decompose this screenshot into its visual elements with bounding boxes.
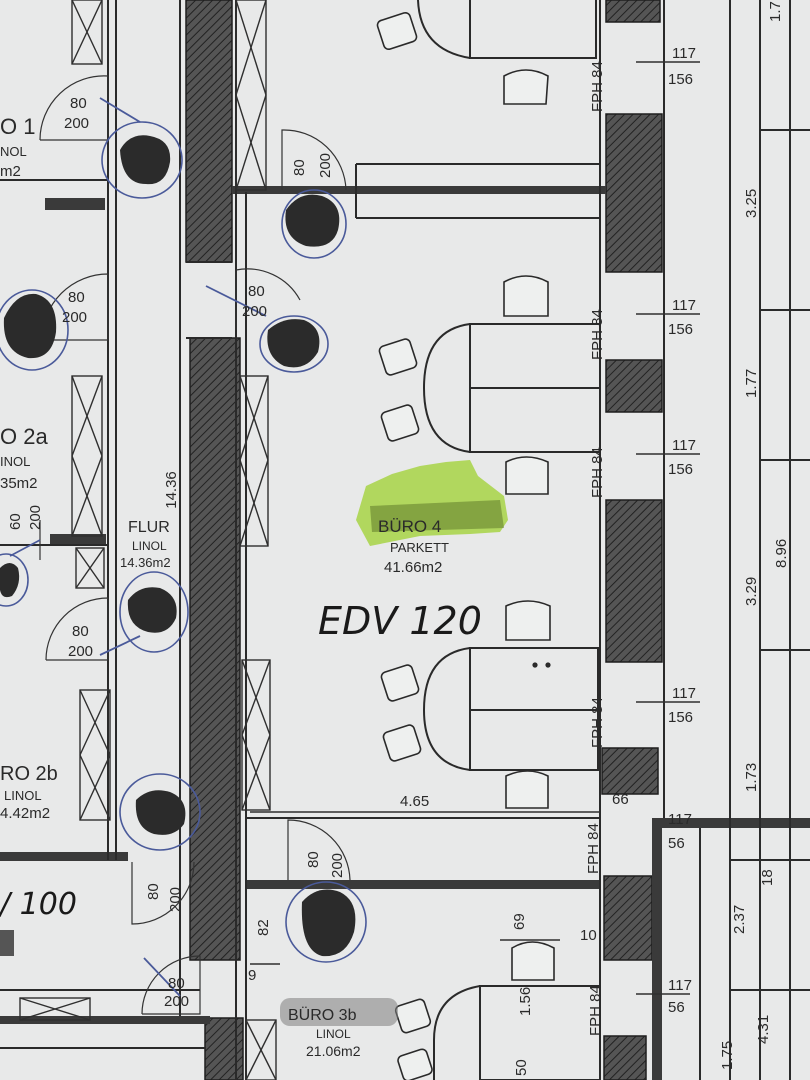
- svg-text:FPH 84: FPH 84: [587, 985, 604, 1036]
- door-label-w: 80: [68, 289, 85, 306]
- chairs: [376, 11, 555, 1080]
- dim-main-width: 4.65: [400, 793, 429, 810]
- room-4-floor: PARKETT: [390, 540, 449, 555]
- door-label-h: 200: [68, 643, 93, 660]
- door-label-w: 80: [72, 623, 89, 640]
- window-4: 117 156 FPH 84: [589, 685, 700, 748]
- room-3b-name: BÜRO 3b: [288, 1006, 357, 1024]
- svg-text:50: 50: [513, 1059, 530, 1076]
- door-label-w: 80: [291, 159, 308, 176]
- svg-text:1.73: 1.73: [743, 763, 760, 792]
- svg-text:66: 66: [612, 791, 629, 808]
- svg-text:117: 117: [672, 297, 696, 314]
- room-2b-area: 4.42m2: [0, 805, 50, 822]
- flur-floor: LINOL: [132, 539, 167, 553]
- door-label-h: 200: [62, 309, 87, 326]
- svg-text:FPH 84: FPH 84: [589, 697, 606, 748]
- room-2a-name: O 2a: [0, 424, 48, 449]
- flur-area: 14.36m2: [120, 555, 171, 570]
- svg-text:117: 117: [672, 437, 696, 454]
- svg-text:3.29: 3.29: [743, 577, 760, 606]
- door-label-w: 80: [168, 975, 185, 992]
- window-1: 117 156 FPH 84: [589, 45, 700, 112]
- room-1-name: O 1: [0, 114, 35, 139]
- edge-mark: [0, 930, 14, 956]
- room-3b-highlight: [280, 998, 398, 1026]
- flur-length: 14.36: [163, 471, 180, 509]
- svg-text:156: 156: [668, 321, 693, 338]
- svg-text:1.56: 1.56: [517, 987, 534, 1016]
- door-label-h: 200: [242, 303, 267, 320]
- door-label-h: 200: [64, 115, 89, 132]
- pen-scribbles: [0, 97, 367, 997]
- door-label-h: 200: [164, 993, 189, 1010]
- door-labels: 80 200 80 200 80 200 80 200 80 200 80 20…: [7, 95, 346, 1010]
- svg-text:1.77: 1.77: [743, 369, 760, 398]
- highlighter-mark: [356, 460, 508, 546]
- svg-text:18: 18: [759, 869, 776, 886]
- door-label-h: 200: [167, 887, 184, 912]
- room-4-area: 41.66m2: [384, 559, 442, 576]
- svg-text:82: 82: [255, 919, 272, 936]
- svg-text:1.7: 1.7: [767, 1, 784, 22]
- svg-text:FPH 84: FPH 84: [589, 309, 606, 360]
- flur-name: FLUR: [128, 519, 170, 536]
- dimension-labels: 4.65 3.25 1.77 3.29 8.96 1.73 2.37 1.75 …: [248, 1, 790, 1076]
- handwritten-left-note: / 100: [0, 887, 77, 922]
- door-label-w: 80: [248, 283, 265, 300]
- door-label-w: 80: [305, 851, 322, 868]
- room-2b-name: RO 2b: [0, 763, 58, 785]
- svg-text:117: 117: [672, 685, 696, 702]
- svg-text:69: 69: [511, 913, 528, 930]
- desks: [417, 0, 601, 1080]
- svg-text:1.75: 1.75: [719, 1041, 736, 1070]
- svg-text:FPH 84: FPH 84: [589, 447, 606, 498]
- room-2b-floor: LINOL: [4, 788, 42, 803]
- svg-text:FPH 84: FPH 84: [585, 823, 602, 874]
- door-label-h: 200: [329, 853, 346, 878]
- door-label-w: 80: [70, 95, 87, 112]
- svg-text:117: 117: [672, 45, 696, 62]
- room-4-name: BÜRO 4: [378, 517, 441, 536]
- svg-text:8.96: 8.96: [773, 539, 790, 568]
- svg-text:3.25: 3.25: [743, 189, 760, 218]
- door-label-w: 60: [7, 513, 24, 530]
- room-1-area: m2: [0, 163, 21, 180]
- svg-text:2.37: 2.37: [731, 905, 748, 934]
- room-3b-area: 21.06m2: [306, 1043, 361, 1059]
- svg-text:156: 156: [668, 461, 693, 478]
- svg-text:156: 156: [668, 709, 693, 726]
- svg-text:10: 10: [580, 927, 597, 944]
- svg-text:4.31: 4.31: [755, 1015, 772, 1044]
- svg-text:56: 56: [668, 999, 685, 1016]
- window-6: 117 56 FPH 84: [587, 977, 692, 1036]
- svg-text:117: 117: [668, 811, 692, 828]
- window-5: 117 56 FPH 84: [585, 811, 692, 874]
- svg-text:117: 117: [668, 977, 692, 994]
- shelving: [19, 0, 277, 1080]
- room-2a-floor: INOL: [0, 454, 30, 469]
- svg-text:56: 56: [668, 835, 685, 852]
- svg-text:FPH 84: FPH 84: [589, 61, 606, 112]
- room-3b-floor: LINOL: [316, 1027, 351, 1041]
- door-label-w: 80: [145, 883, 162, 900]
- door-label-h: 200: [317, 153, 334, 178]
- window-3: 117 156 FPH 84: [589, 437, 700, 498]
- door-label-h: 200: [27, 505, 44, 530]
- room-2a-area: 35m2: [0, 475, 38, 492]
- svg-text:156: 156: [668, 71, 693, 88]
- room-1-floor: NOL: [0, 144, 27, 159]
- window-labels: 117 156 FPH 84 117 156 FPH 84 117 156 FP…: [585, 45, 700, 1036]
- handwritten-edv-note: EDV 120: [318, 599, 482, 643]
- svg-text:9: 9: [248, 967, 256, 984]
- window-2: 117 156 FPH 84: [589, 297, 700, 360]
